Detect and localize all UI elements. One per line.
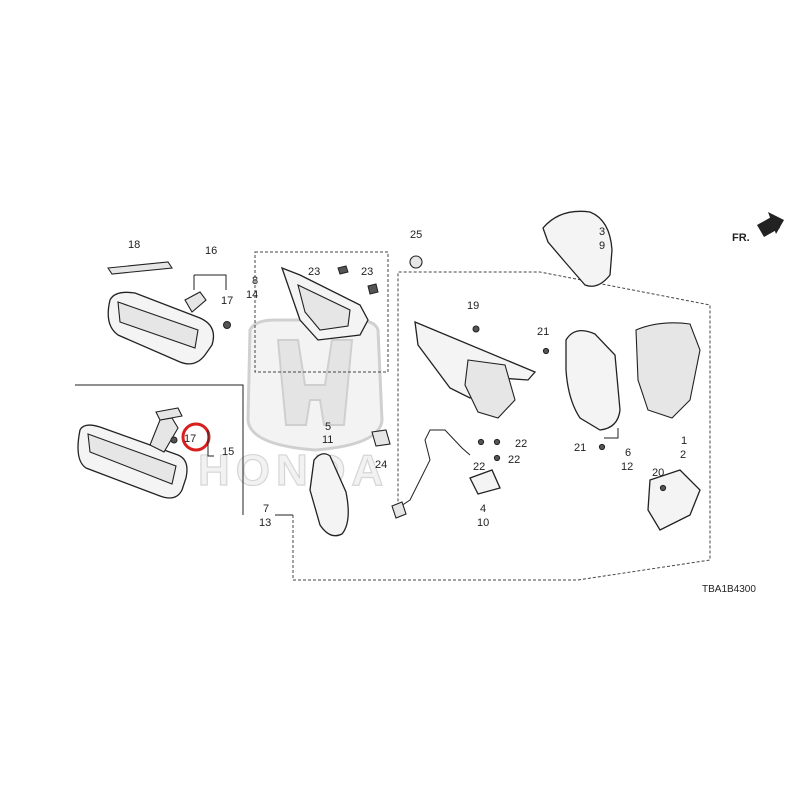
label-1: 1 xyxy=(681,435,687,447)
label-7: 7 xyxy=(263,503,269,515)
mirror-harness xyxy=(397,429,471,509)
part-3-mirror-cap xyxy=(542,210,613,287)
label-22-b: 22 xyxy=(508,454,520,466)
part-24-clip xyxy=(371,429,391,447)
door-mirror-assembly-box xyxy=(292,271,711,581)
honda-logo-watermark: HONDA xyxy=(197,318,389,496)
label-20: 20 xyxy=(652,467,664,479)
part-21-screw-b xyxy=(598,443,606,451)
front-label: FR. xyxy=(732,232,750,244)
part-6-mirror-housing xyxy=(565,322,701,431)
leader-15 xyxy=(207,430,214,457)
label-9: 9 xyxy=(599,240,605,252)
part-4-bracket xyxy=(469,469,501,495)
label-13: 13 xyxy=(259,517,271,529)
label-21-lower: 21 xyxy=(574,442,586,454)
label-24: 24 xyxy=(375,459,387,471)
label-17-lower: 17 xyxy=(184,433,196,445)
part-16-mirror-upper xyxy=(107,291,215,365)
label-11: 11 xyxy=(322,434,333,446)
label-19: 19 xyxy=(467,300,479,312)
part-15-mirror-lower xyxy=(77,407,188,499)
highlight-circle xyxy=(181,422,211,452)
label-17-upper: 17 xyxy=(221,295,233,307)
part-5-mirror-glass xyxy=(309,453,349,537)
part-22-screw-b xyxy=(493,438,501,446)
label-2: 2 xyxy=(680,449,686,461)
label-8: 8 xyxy=(252,275,258,287)
label-21-upper: 21 xyxy=(537,326,549,338)
label-22-c: 22 xyxy=(473,461,485,473)
leader-6 xyxy=(604,428,619,439)
label-12: 12 xyxy=(621,461,633,473)
label-5: 5 xyxy=(325,421,331,433)
label-4: 4 xyxy=(480,503,486,515)
part-20-screw xyxy=(659,484,667,492)
part-23-clip-b xyxy=(367,283,379,295)
label-3: 3 xyxy=(599,226,605,238)
part-19-screw xyxy=(472,325,480,333)
part-21-screw-a xyxy=(542,347,550,355)
leader-16 xyxy=(194,274,227,290)
label-15: 15 xyxy=(222,446,234,458)
watermark-text: HONDA xyxy=(198,446,389,495)
front-arrow-icon xyxy=(757,212,784,237)
label-25: 25 xyxy=(410,229,422,241)
harness-connector xyxy=(391,501,407,519)
part-25-grommet xyxy=(409,255,423,269)
part-22-screw-c xyxy=(493,454,501,462)
label-16: 16 xyxy=(205,245,217,257)
mirror-actuator xyxy=(414,320,537,419)
part-17-screw-upper xyxy=(223,321,231,329)
part-23-clip-a xyxy=(337,265,349,275)
part-8-mirror-base xyxy=(280,266,369,341)
label-22-a: 22 xyxy=(515,438,527,450)
part-1-turn-signal xyxy=(647,469,701,531)
part-17-screw-lower xyxy=(170,436,178,444)
label-23-b: 23 xyxy=(361,266,373,278)
label-23-a: 23 xyxy=(308,266,320,278)
label-18: 18 xyxy=(128,239,140,251)
mirror-base-box xyxy=(254,251,389,373)
label-6: 6 xyxy=(625,447,631,459)
left-callout-box xyxy=(75,384,244,515)
label-10: 10 xyxy=(477,517,489,529)
diagram-code: TBA1B4300 xyxy=(702,584,756,595)
label-14: 14 xyxy=(246,289,258,301)
part-18-cover xyxy=(107,261,173,275)
part-22-screw-a xyxy=(477,438,485,446)
